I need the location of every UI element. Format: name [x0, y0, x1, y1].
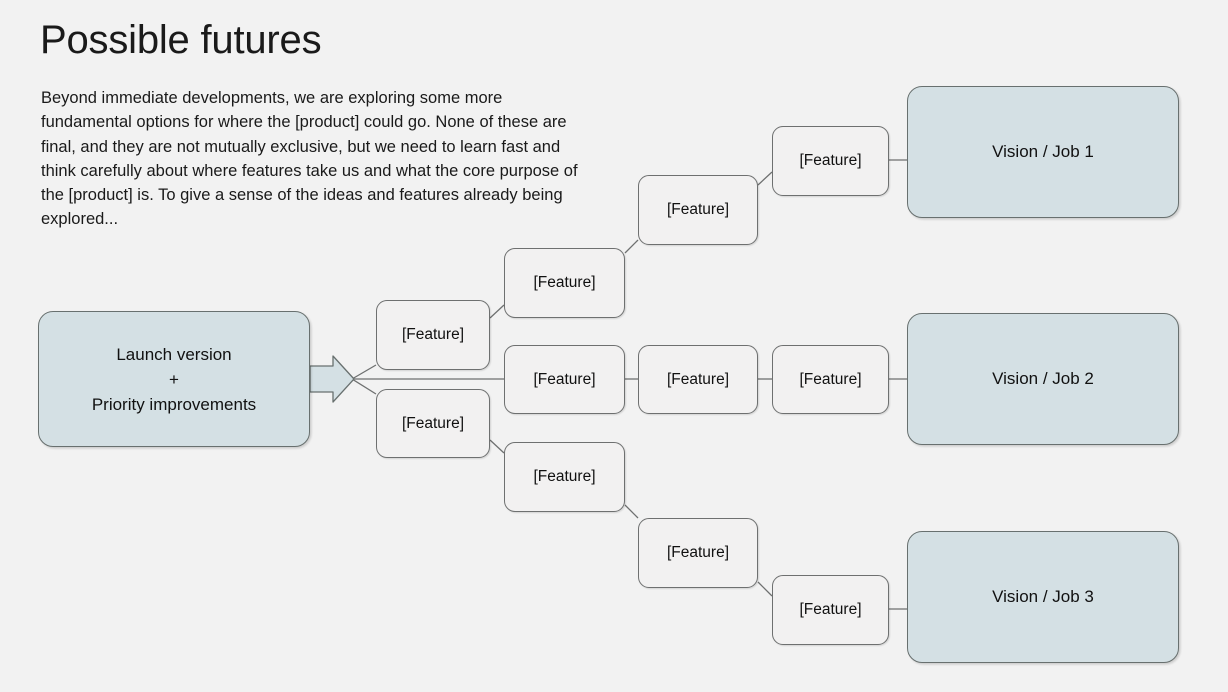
edge-b1f2-to-b1f3	[624, 239, 639, 254]
branch-2-feature-2[interactable]: [Feature]	[638, 345, 758, 414]
node-label: [Feature]	[401, 414, 465, 432]
node-label: [Feature]	[533, 468, 596, 485]
branch-3-feature-3[interactable]: [Feature]	[638, 518, 758, 588]
start-node-launch-version[interactable]: Launch version + Priority improvements	[38, 311, 310, 447]
branch-1-feature-3[interactable]: [Feature]	[638, 175, 758, 245]
edge-arrow-to-b1f1	[351, 364, 377, 380]
outcome-label: Vision / Job 2	[992, 369, 1094, 388]
branch-2-feature-3[interactable]: [Feature]	[772, 345, 889, 414]
node-label: [Feature]	[533, 274, 596, 291]
body-paragraph: Beyond immediate developments, we are ex…	[41, 89, 578, 229]
node-label: [Feature]	[666, 201, 730, 218]
outcome-vision-job-2[interactable]: Vision / Job 2	[907, 313, 1179, 445]
branch-3-feature-4[interactable]: [Feature]	[772, 575, 889, 645]
node-label: [Feature]	[799, 601, 862, 618]
edge-b1f1-to-b1f2	[489, 304, 505, 319]
outcome-vision-job-1[interactable]: Vision / Job 1	[907, 86, 1179, 218]
start-node-label: Launch version + Priority improvements	[91, 344, 257, 414]
branch-3-feature-1[interactable]: [Feature]	[376, 389, 490, 458]
outcome-label: Vision / Job 1	[992, 142, 1094, 161]
edge-b3f3-to-b3f4	[757, 581, 773, 597]
branch-3-feature-2[interactable]: [Feature]	[504, 442, 625, 512]
node-label: [Feature]	[401, 326, 465, 343]
node-label: [Feature]	[666, 370, 730, 388]
branch-1-feature-1[interactable]: [Feature]	[376, 300, 490, 370]
outcome-label: Vision / Job 3	[992, 587, 1094, 606]
node-label: [Feature]	[799, 152, 862, 169]
edge-b3f1-to-b3f2	[489, 439, 505, 454]
edge-arrow-to-b3f1	[351, 378, 377, 395]
branch-1-feature-2[interactable]: [Feature]	[504, 248, 625, 318]
branch-arrow-icon	[309, 355, 355, 403]
node-label: [Feature]	[533, 370, 596, 388]
node-label: [Feature]	[799, 370, 862, 388]
node-label: [Feature]	[666, 544, 730, 561]
page-title: Possible futures	[40, 18, 322, 62]
branch-2-feature-1[interactable]: [Feature]	[504, 345, 625, 414]
edge-b1f3-to-b1f4	[757, 171, 773, 186]
outcome-vision-job-3[interactable]: Vision / Job 3	[907, 531, 1179, 663]
edge-b3f2-to-b3f3	[624, 504, 639, 519]
branch-1-feature-4[interactable]: [Feature]	[772, 126, 889, 196]
